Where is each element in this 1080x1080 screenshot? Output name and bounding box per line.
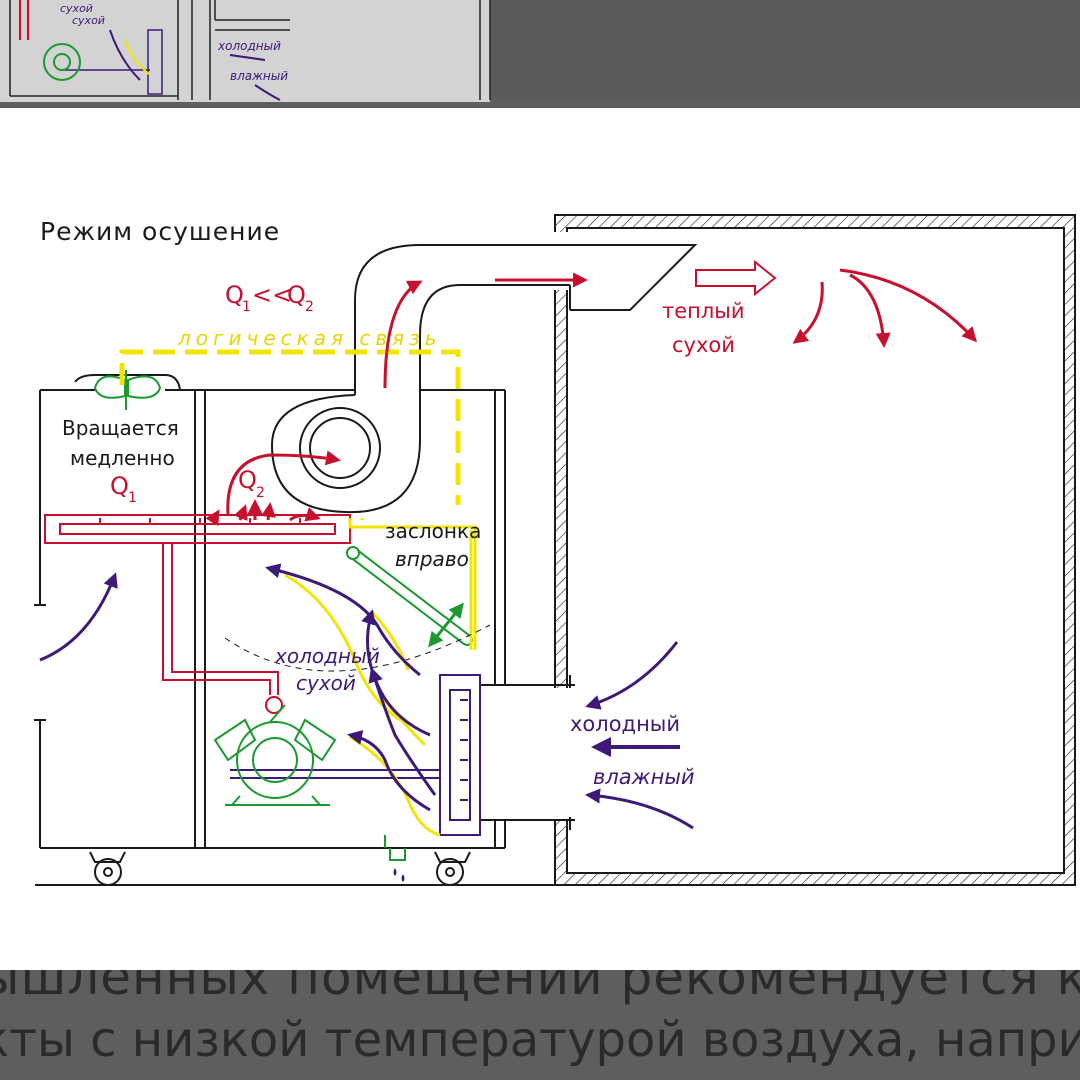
- diagram-card: Режим осушение Q 1 << Q 2 логическая свя…: [0, 108, 1080, 970]
- damper: [346, 518, 477, 650]
- condenser-coil: [44, 514, 351, 714]
- svg-text:Q: Q: [287, 281, 306, 309]
- svg-text:Q: Q: [238, 466, 257, 494]
- svg-text:Q: Q: [225, 281, 244, 309]
- unit-housing: [34, 389, 506, 849]
- dehumidifier-diagram: Режим осушение Q 1 << Q 2 логическая свя…: [34, 214, 1076, 886]
- fan-state-line-1: Вращается: [62, 416, 179, 440]
- damper-label-line-2: вправо: [395, 547, 469, 571]
- svg-text:1: 1: [242, 299, 251, 315]
- logic-link-line: [119, 349, 461, 505]
- svg-text:2: 2: [256, 485, 265, 501]
- outlet-air-label-line-2: сухой: [672, 333, 735, 357]
- top-thumbnail-strip: сухой сухой холодный влажный: [0, 0, 1080, 102]
- centrifugal-fan: [270, 394, 421, 514]
- wheels: [89, 851, 471, 886]
- thumbnail-diagram-fragment: сухой сухой холодный влажный: [0, 0, 1080, 102]
- bottom-text-strip: ышленных помещений рекомендуется комплек…: [0, 970, 1080, 1080]
- q1-label: Q 1: [110, 472, 137, 506]
- fan-state-line-2: медленно: [70, 446, 175, 470]
- inner-air-label-line-2: сухой: [296, 671, 356, 695]
- svg-text:<<: <<: [252, 281, 292, 309]
- room-walls: [552, 214, 1076, 886]
- thumb-dry-label-1: сухой: [60, 2, 93, 15]
- inlet-air-label-line-1: холодный: [570, 712, 680, 736]
- inlet-duct: [480, 675, 575, 830]
- outlet-air-label-line-1: теплый: [662, 299, 745, 323]
- q-relation-label: Q 1 << Q 2: [225, 281, 314, 315]
- damper-swing-arc: [224, 624, 491, 672]
- diagram-title: Режим осушение: [40, 217, 280, 246]
- thumb-cold-label: холодный: [217, 39, 281, 53]
- background-text-line-2: кты с низкой температурой воздуха, напри…: [0, 1012, 1080, 1068]
- supply-duct: [354, 244, 698, 395]
- warm-outlet-arrow: [695, 259, 777, 297]
- background-text-line-1: ышленных помещений рекомендуется комплек…: [0, 970, 1080, 1006]
- svg-text:2: 2: [305, 299, 314, 315]
- compressor-icon: [213, 704, 337, 806]
- damper-label-line-1: заслонка: [385, 519, 481, 543]
- thumb-dry-label-2: сухой: [72, 14, 105, 27]
- inlet-air-label-line-2: влажный: [593, 765, 695, 789]
- inner-air-label-line-1: холодный: [274, 644, 380, 668]
- thumb-wet-label: влажный: [230, 69, 288, 83]
- evaporator-coil: [230, 674, 481, 836]
- air-arrows-cold: [39, 563, 694, 830]
- q2-label: Q 2: [238, 466, 265, 501]
- svg-text:1: 1: [128, 490, 137, 506]
- air-path-yellow: [284, 573, 441, 837]
- logic-link-label: логическая связь: [177, 326, 442, 350]
- svg-text:Q: Q: [110, 472, 129, 500]
- drain-icon: [384, 835, 406, 882]
- air-arrows-hot: [205, 259, 978, 527]
- condenser-fan-icon: [74, 370, 181, 410]
